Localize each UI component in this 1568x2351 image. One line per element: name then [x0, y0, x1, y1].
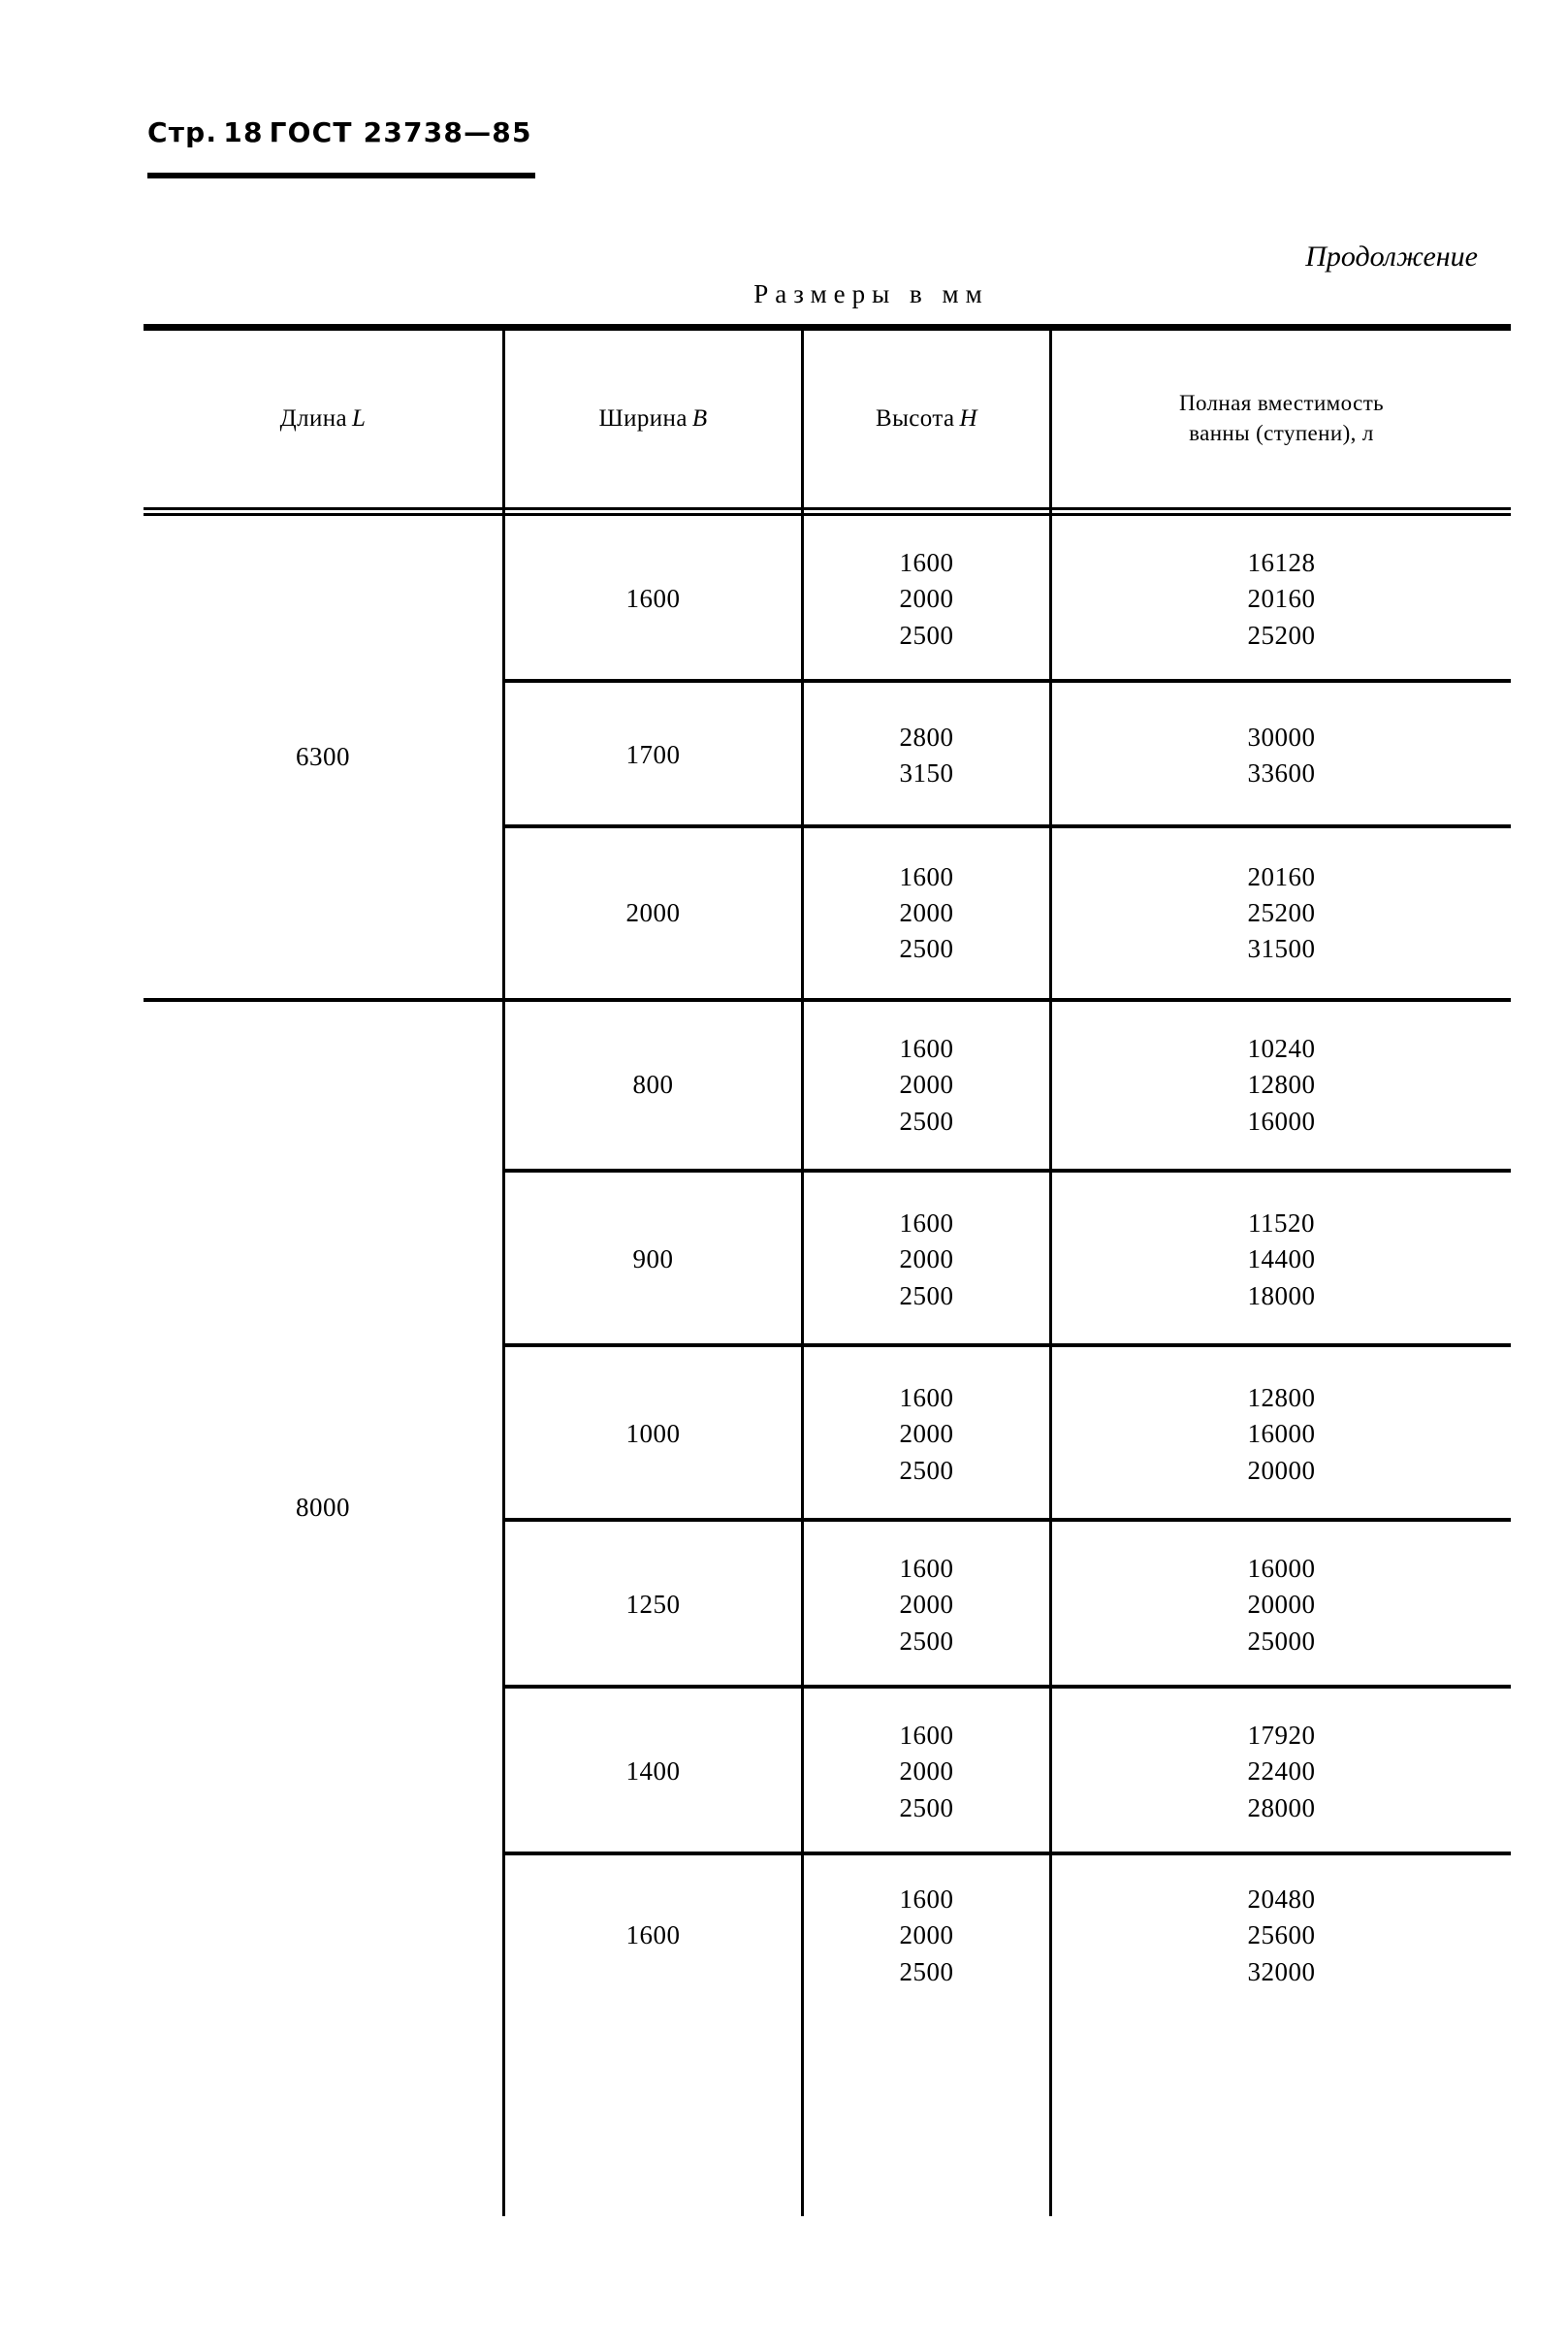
cell-width: 1000: [625, 1419, 681, 1449]
row-separator: [505, 1169, 1511, 1173]
cell-capacity: 10240 12800 16000: [1247, 1034, 1316, 1136]
table-row: 1400 1600 2000 2500 17920 22400 28000: [144, 1689, 1511, 1855]
table-body: 6300 1600 1600 2000 2500 16128 20160 252…: [144, 516, 1511, 2016]
cell-height: 1600 2000 2500: [899, 1383, 954, 1485]
cell-height: 1600 2000 2500: [899, 861, 954, 964]
cell-capacity: 11520 14400 18000: [1247, 1208, 1316, 1310]
cell-height: 1600 2000 2500: [899, 548, 954, 650]
cell-capacity: 20160 25200 31500: [1247, 861, 1316, 964]
cell-width: 1600: [625, 1920, 681, 1950]
length-group: 8000 800 1600 2000 2500 10240 12800 1600…: [144, 998, 1511, 2016]
row-separator: [505, 1518, 1511, 1522]
cell-width: 1600: [625, 584, 681, 614]
group-separator-rule: [144, 998, 1511, 1002]
cell-height: 1600 2000 2500: [899, 1554, 954, 1656]
cell-capacity: 30000 33600: [1247, 722, 1316, 788]
standard-designation: ГОСТ 23738—85: [269, 116, 532, 148]
column-header-capacity-line2: ванны (ступени), л: [1189, 421, 1374, 445]
cell-length: 6300: [296, 742, 350, 771]
cell-width: 1400: [625, 1756, 681, 1787]
cell-height: 2800 3150: [899, 722, 954, 788]
cell-height: 1600 2000 2500: [899, 1721, 954, 1822]
cell-height: 1600 2000 2500: [899, 1034, 954, 1136]
table-row: 900 1600 2000 2500 11520 14400 18000: [144, 1173, 1511, 1347]
column-header-length-variable: L: [352, 405, 367, 432]
row-separator: [505, 824, 1511, 828]
column-header-length-label: Длина: [279, 405, 348, 432]
table-row: 2000 1600 2000 2500 20160 25200 31500: [144, 828, 1511, 998]
column-header-width-label: Ширина: [598, 405, 688, 432]
table-top-rule: [144, 324, 1511, 331]
cell-capacity: 12800 16000 20000: [1247, 1383, 1316, 1485]
continuation-note: Продолжение: [1305, 241, 1478, 273]
running-head-rule: [147, 173, 535, 178]
cell-capacity: 16000 20000 25000: [1247, 1554, 1316, 1656]
table-row: 1600 1600 2000 2500 20480 25600 32000: [144, 1855, 1511, 2016]
cell-height: 1600 2000 2500: [899, 1884, 954, 1986]
column-header-height-variable: H: [959, 405, 977, 432]
row-separator: [505, 1685, 1511, 1689]
length-group: 6300 1600 1600 2000 2500 16128 20160 252…: [144, 516, 1511, 998]
cell-width: 800: [632, 1070, 674, 1100]
cell-capacity: 16128 20160 25200: [1247, 548, 1316, 650]
table-header-double-rule: [144, 507, 1511, 516]
column-header-height-label: Высота: [876, 405, 955, 432]
cell-width: 900: [632, 1244, 674, 1274]
cell-capacity: 20480 25600 32000: [1247, 1884, 1316, 1986]
row-separator: [505, 1852, 1511, 1855]
cell-width: 1700: [625, 740, 681, 770]
row-separator: [505, 679, 1511, 683]
table-row: 1000 1600 2000 2500 12800 16000 20000: [144, 1347, 1511, 1522]
row-separator: [505, 1343, 1511, 1347]
table-row: 1700 2800 3150 30000 33600: [144, 683, 1511, 828]
cell-length: 8000: [296, 1492, 350, 1522]
column-header-capacity-line1: Полная вместимость: [1178, 391, 1385, 416]
table-row: 1600 1600 2000 2500 16128 20160 25200: [144, 516, 1511, 683]
table-row: 800 1600 2000 2500 10240 12800 16000: [144, 998, 1511, 1173]
column-rule-3: [1049, 330, 1052, 2216]
column-header-width-variable: B: [691, 405, 708, 432]
units-caption: Размеры в мм: [753, 279, 989, 308]
cell-height: 1600 2000 2500: [899, 1208, 954, 1310]
cell-capacity: 17920 22400 28000: [1247, 1721, 1316, 1822]
column-rule-1: [502, 330, 505, 2216]
column-rule-2: [801, 330, 804, 2216]
cell-width: 1250: [625, 1590, 681, 1620]
cell-width: 2000: [625, 897, 681, 927]
page-word: Стр.: [147, 116, 218, 148]
page-number: 18: [223, 116, 264, 148]
table-row: 1250 1600 2000 2500 16000 20000 25000: [144, 1522, 1511, 1689]
column-header-capacity: Полная вместимость ванны (ступени), л: [1052, 331, 1511, 507]
